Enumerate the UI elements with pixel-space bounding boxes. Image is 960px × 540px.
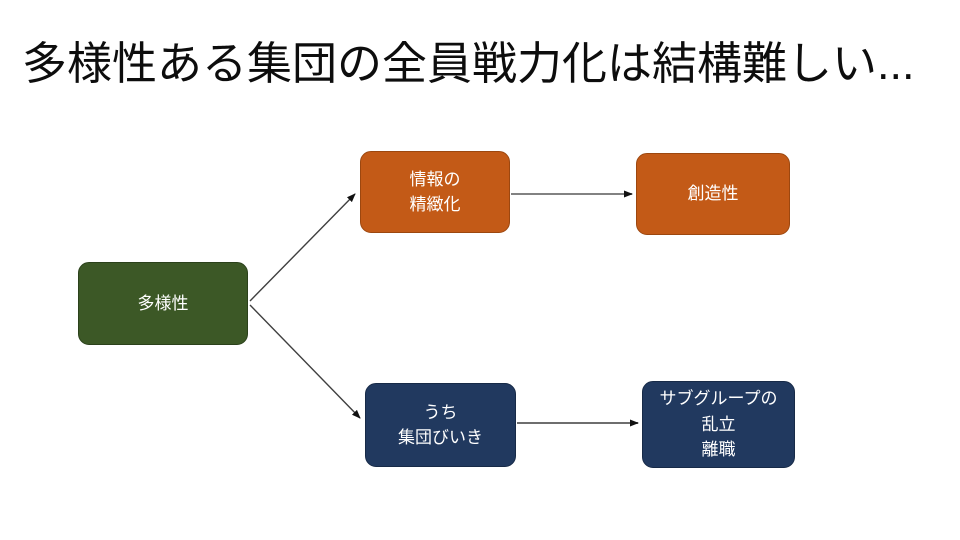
arrow-diversity-to-elaboration: [249, 193, 356, 302]
node-creativity-label: 創造性: [687, 184, 739, 204]
node-ingroup-favoritism: うち 集団びいき: [365, 383, 516, 467]
node-ingroup-favoritism-label: うち 集団びいき: [398, 402, 483, 448]
node-diversity: 多様性: [78, 262, 248, 345]
slide-title: 多様性ある集団の全員戦力化は結構難しい...: [22, 38, 915, 89]
node-subgroup-proliferation-turnover: サブグループの 乱立 離職: [642, 381, 795, 468]
arrow-diversity-to-ingroup: [249, 304, 361, 419]
node-diversity-label: 多様性: [137, 293, 189, 313]
node-information-elaboration: 情報の 精緻化: [360, 151, 510, 233]
node-creativity: 創造性: [636, 153, 790, 235]
node-subgroup-proliferation-turnover-label: サブグループの 乱立 離職: [659, 389, 778, 460]
node-information-elaboration-label: 情報の 精緻化: [409, 169, 461, 215]
